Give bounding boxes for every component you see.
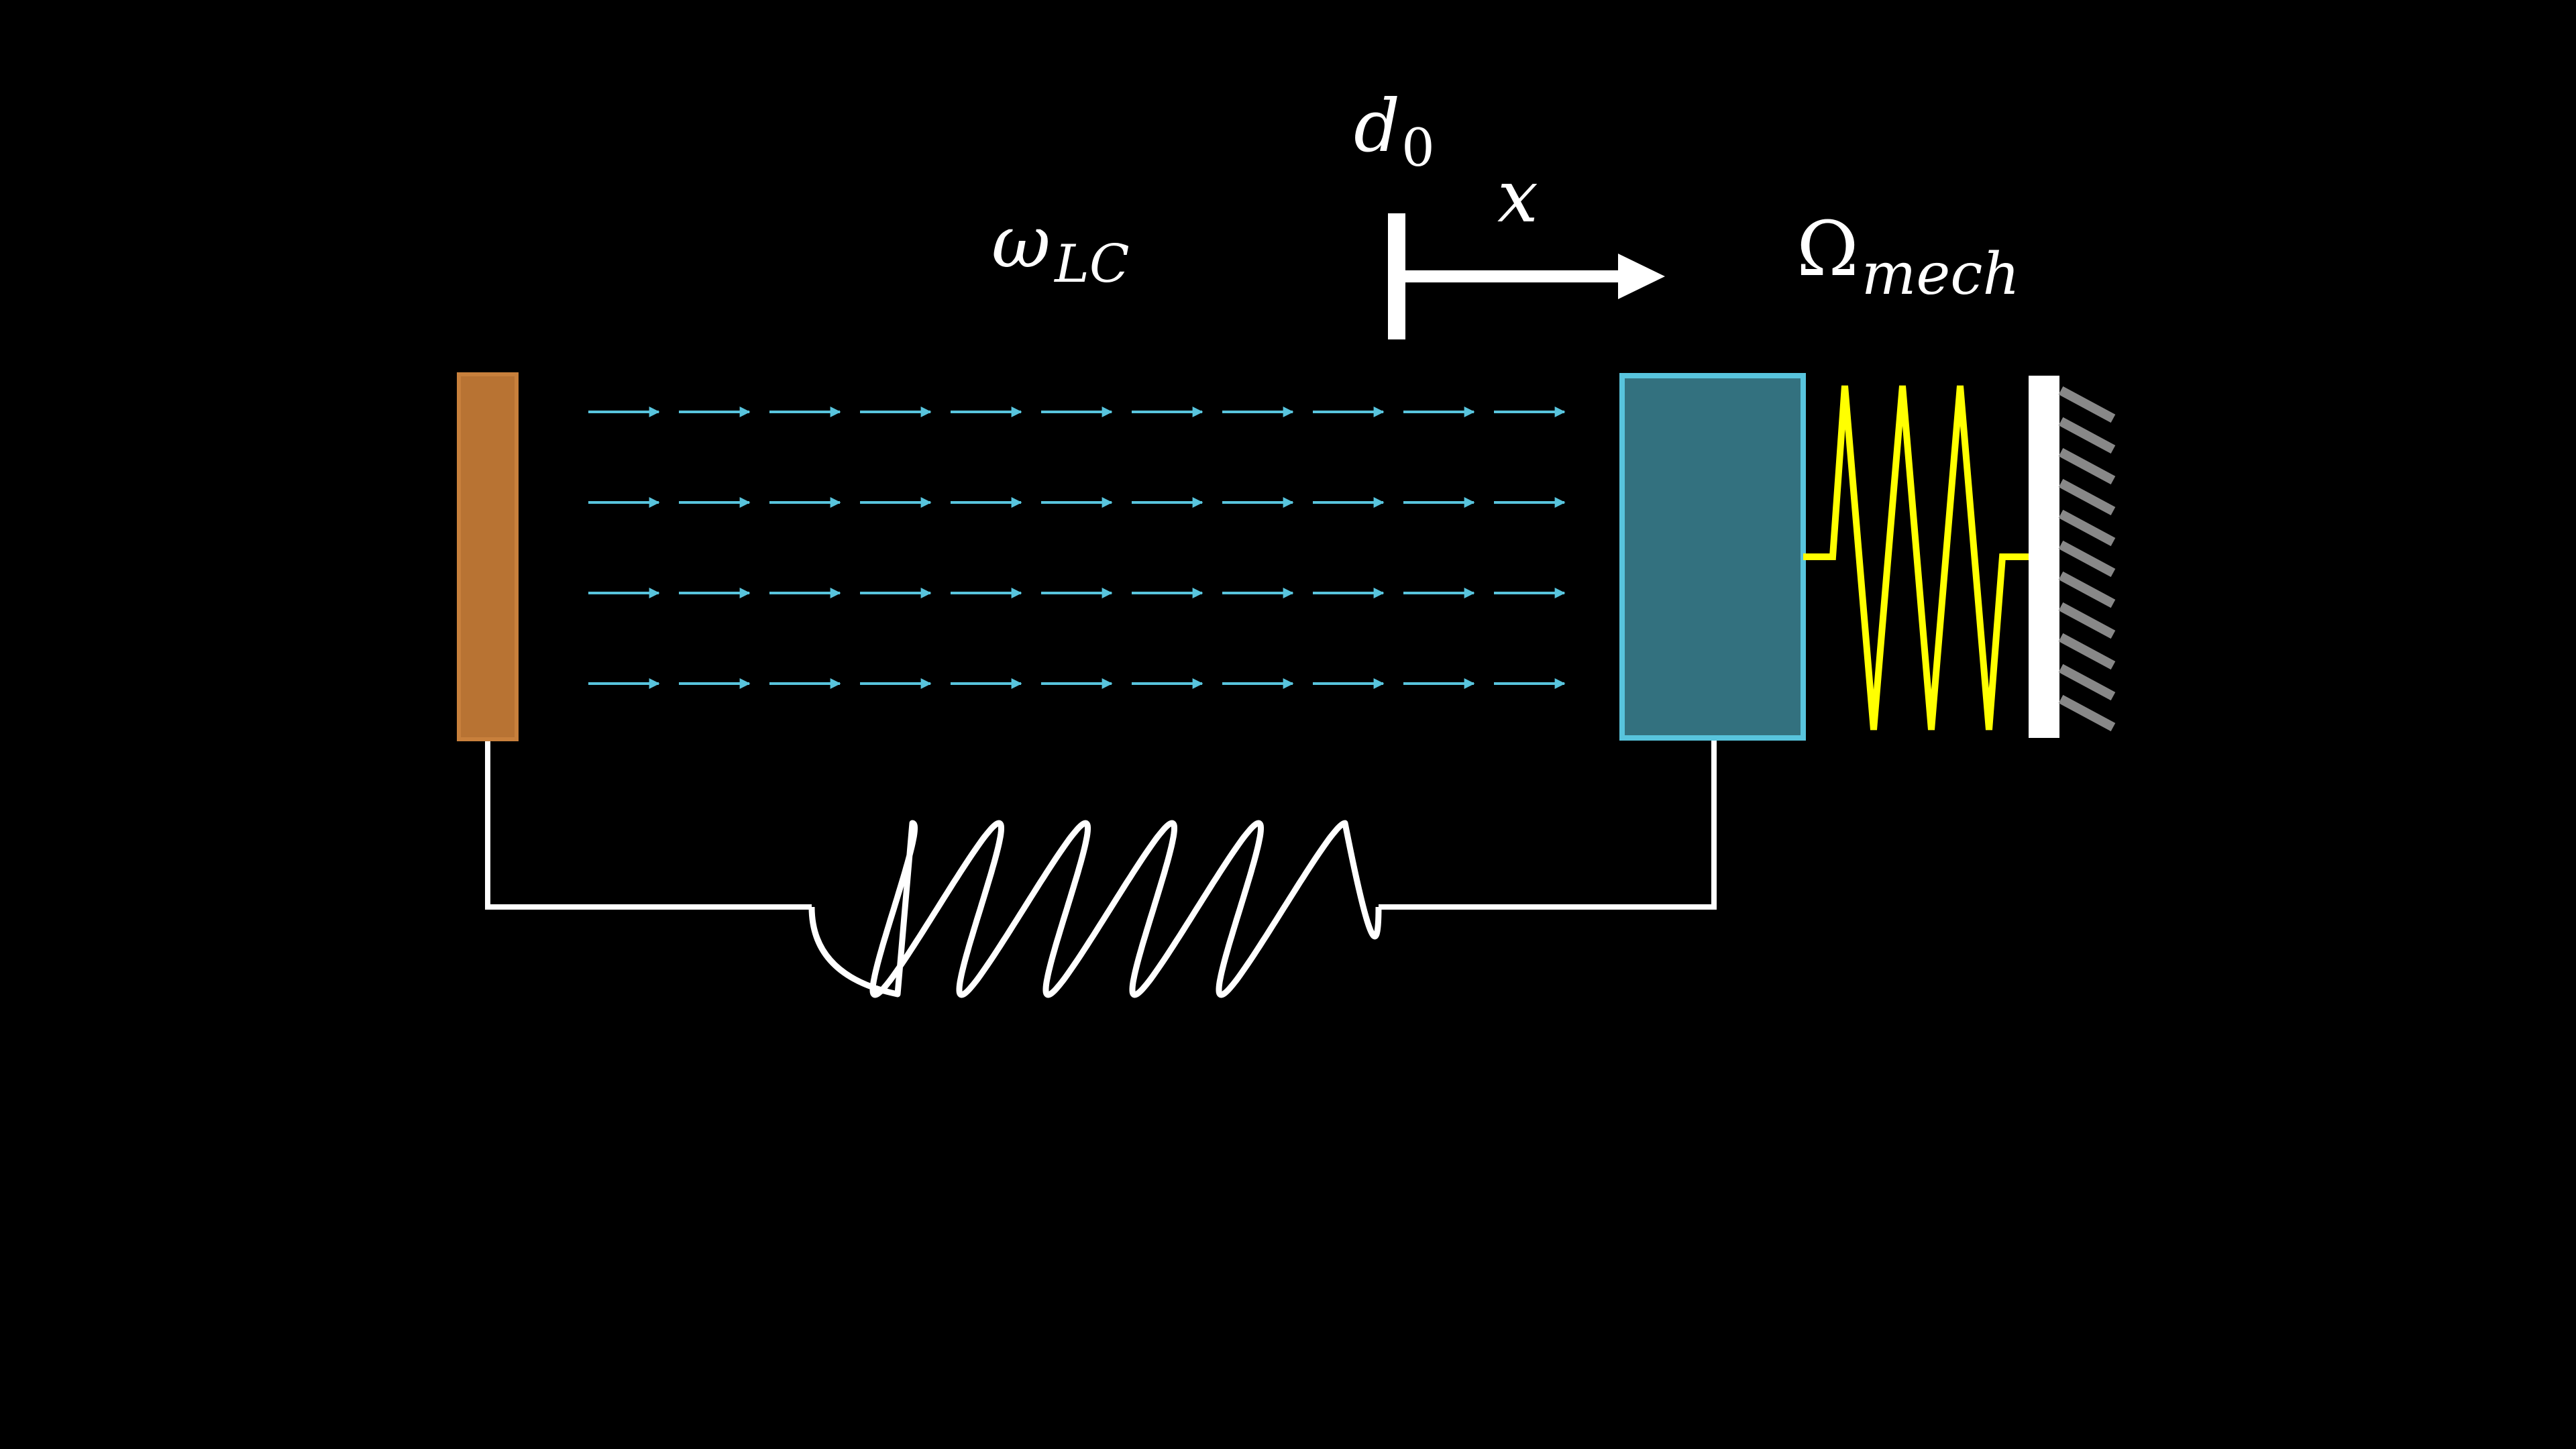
omega-lc-label: ωLC	[991, 201, 1130, 294]
x-label: x	[1497, 155, 1538, 239]
d-subscript: 0	[1401, 118, 1435, 178]
d-symbol: d	[1354, 85, 1400, 168]
wall-hatch-line	[2058, 602, 2116, 639]
electric-field-arrows	[588, 407, 1566, 689]
omega-symbol: ω	[991, 201, 1051, 284]
circuit-wires	[485, 739, 1717, 910]
wall-hatch-line	[2058, 540, 2116, 578]
mech-subscript: mech	[1862, 241, 2020, 308]
displacement-indicator	[1388, 213, 1665, 339]
d0-label: d0	[1354, 85, 1435, 178]
omega-subscript: LC	[1053, 234, 1129, 294]
wall-hatch-line	[2058, 663, 2116, 701]
left-capacitor-plate	[457, 372, 519, 741]
mech-symbol: Ω	[1796, 206, 1859, 293]
wall-hatch-line	[2058, 447, 2116, 485]
wall-hatch-line	[2058, 509, 2116, 547]
x-arrow-head	[1618, 254, 1665, 299]
mechanical-spring	[1803, 385, 2029, 731]
wall-hatch-line	[2058, 571, 2116, 608]
fixed-wall	[2029, 376, 2116, 738]
omega-mech-label: Ωmech	[1796, 206, 2020, 308]
wall-hatch-line	[2058, 478, 2116, 516]
inductor-coil	[808, 820, 1382, 998]
movable-capacitor-plate	[1619, 373, 1806, 741]
wall-hatch-line	[2058, 417, 2116, 454]
wall-hatch-line	[2058, 694, 2116, 732]
left-wire	[485, 739, 812, 910]
wall-hatch-line	[2058, 386, 2116, 423]
wall-hatching	[2058, 386, 2116, 732]
right-wire	[1379, 739, 1717, 910]
wall-bar	[2029, 376, 2059, 738]
wall-hatch-line	[2058, 633, 2116, 670]
